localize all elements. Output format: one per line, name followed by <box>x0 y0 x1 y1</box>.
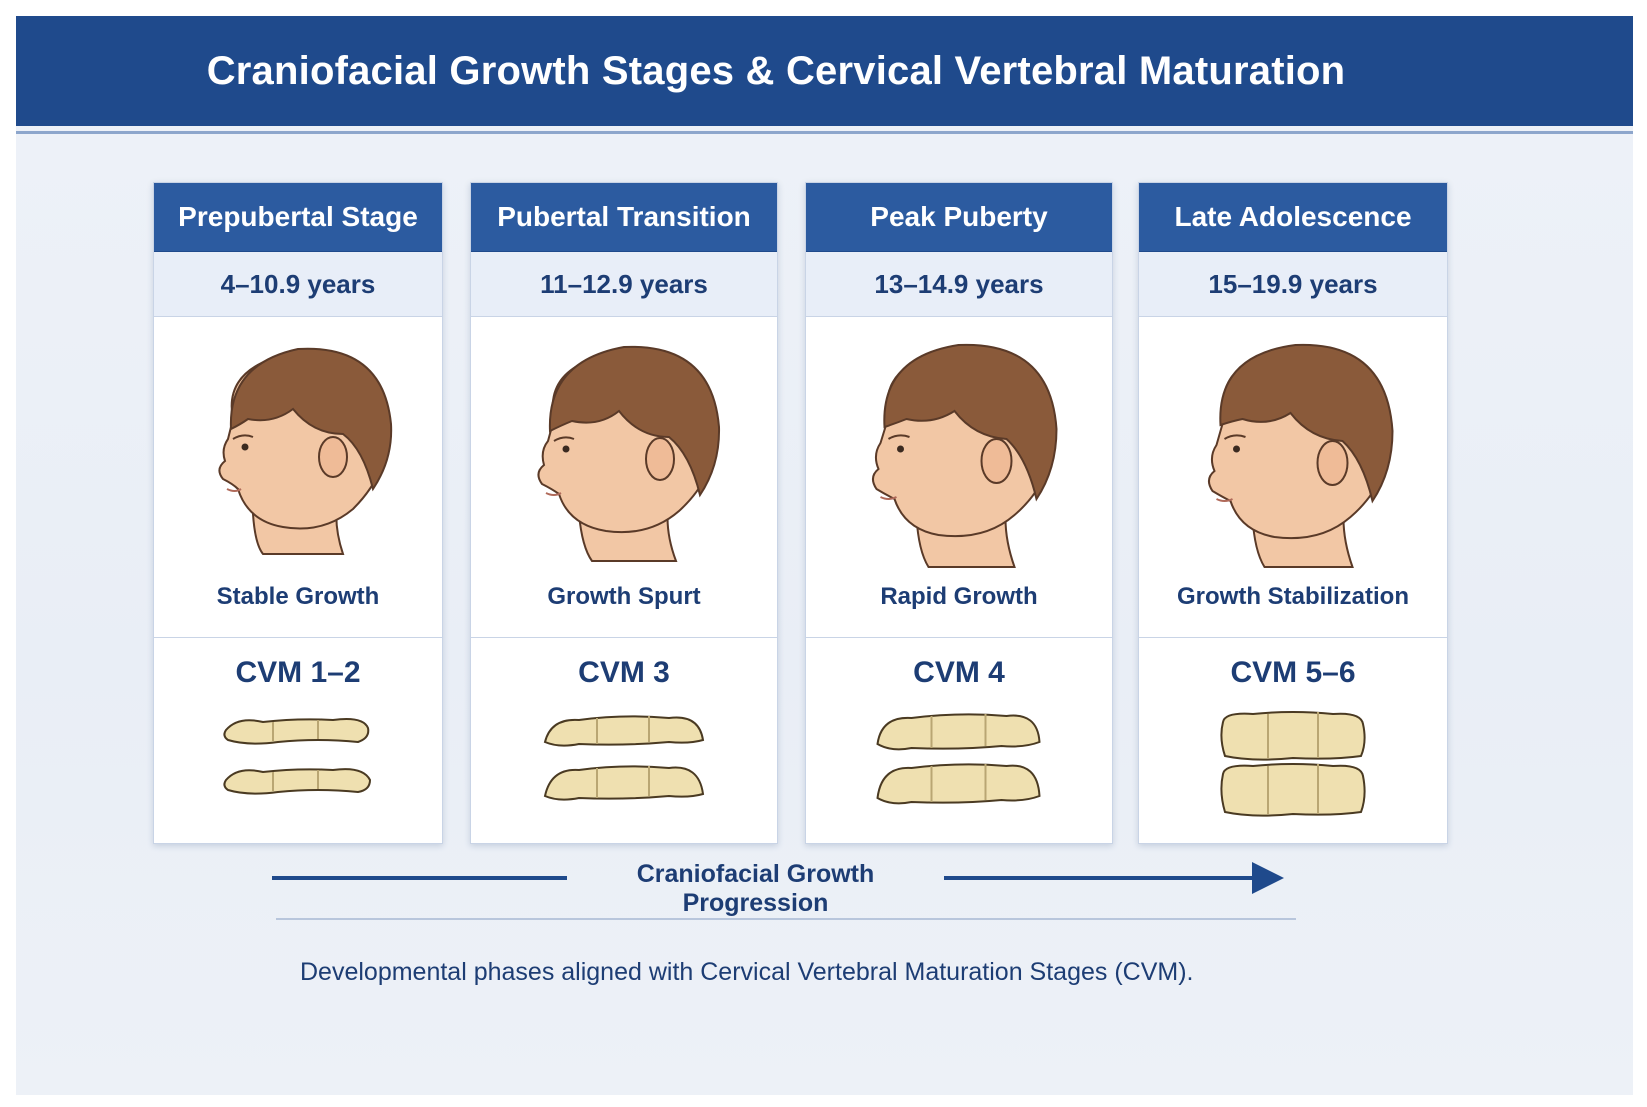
title-divider <box>16 131 1633 134</box>
face-panel: Growth Stabilization <box>1139 317 1447 638</box>
arrow-line-right <box>944 876 1259 880</box>
caption-divider <box>276 918 1296 920</box>
growth-description: Stable Growth <box>216 583 380 610</box>
stage-name: Peak Puberty <box>806 183 1112 252</box>
cvm-panel: CVM 5–6 <box>1139 638 1447 843</box>
stage-card-prepubertal: Prepubertal Stage 4–10.9 years Stable Gr… <box>153 182 443 844</box>
cvm-panel: CVM 3 <box>471 638 777 843</box>
face-panel: Rapid Growth <box>806 317 1112 638</box>
child-profile-illustration <box>218 347 393 555</box>
cvm-stage-label: CVM 5–6 <box>1230 656 1356 689</box>
adolescent-profile-illustration <box>1208 343 1394 568</box>
stage-age-range: 13–14.9 years <box>806 252 1112 317</box>
cvm-stage-label: CVM 1–2 <box>235 656 361 689</box>
stage-age-range: 15–19.9 years <box>1139 252 1447 317</box>
stage-name: Late Adolescence <box>1139 183 1447 252</box>
vertebrae-illustration <box>543 715 705 801</box>
growth-description: Growth Stabilization <box>1177 583 1409 610</box>
face-panel: Growth Spurt <box>471 317 777 638</box>
stage-card-late-adolescence: Late Adolescence 15–19.9 years Growth St… <box>1138 182 1448 844</box>
growth-description: Growth Spurt <box>547 583 701 610</box>
growth-description: Rapid Growth <box>880 583 1038 610</box>
cvm-panel: CVM 1–2 <box>154 638 442 843</box>
cvm-stage-label: CVM 3 <box>578 656 670 689</box>
stage-name: Prepubertal Stage <box>154 183 442 252</box>
vertebrae-illustration <box>1220 711 1366 817</box>
cvm-panel: CVM 4 <box>806 638 1112 843</box>
arrow-line-left <box>272 876 567 880</box>
stage-age-range: 4–10.9 years <box>154 252 442 317</box>
cvm-stage-label: CVM 4 <box>913 656 1005 689</box>
growth-progression-arrow: Craniofacial Growth Progression <box>272 858 1292 917</box>
teen-profile-illustration <box>872 343 1058 568</box>
figure-caption: Developmental phases aligned with Cervic… <box>300 958 1194 986</box>
page-title: Craniofacial Growth Stages & Cervical Ve… <box>206 48 1346 93</box>
vertebrae-illustration <box>223 718 372 795</box>
stage-card-peak-puberty: Peak Puberty 13–14.9 years Rapid Growth … <box>805 182 1113 844</box>
child-profile-illustration <box>537 345 721 562</box>
progression-label: Craniofacial Growth Progression <box>636 860 875 917</box>
vertebrae-illustration <box>876 713 1041 805</box>
title-bar: Craniofacial Growth Stages & Cervical Ve… <box>16 16 1633 126</box>
stage-age-range: 11–12.9 years <box>471 252 777 317</box>
arrow-head-icon <box>1252 862 1284 894</box>
stage-name: Pubertal Transition <box>471 183 777 252</box>
face-panel: Stable Growth <box>154 317 442 638</box>
stage-card-pubertal-transition: Pubertal Transition 11–12.9 years Growth… <box>470 182 778 844</box>
